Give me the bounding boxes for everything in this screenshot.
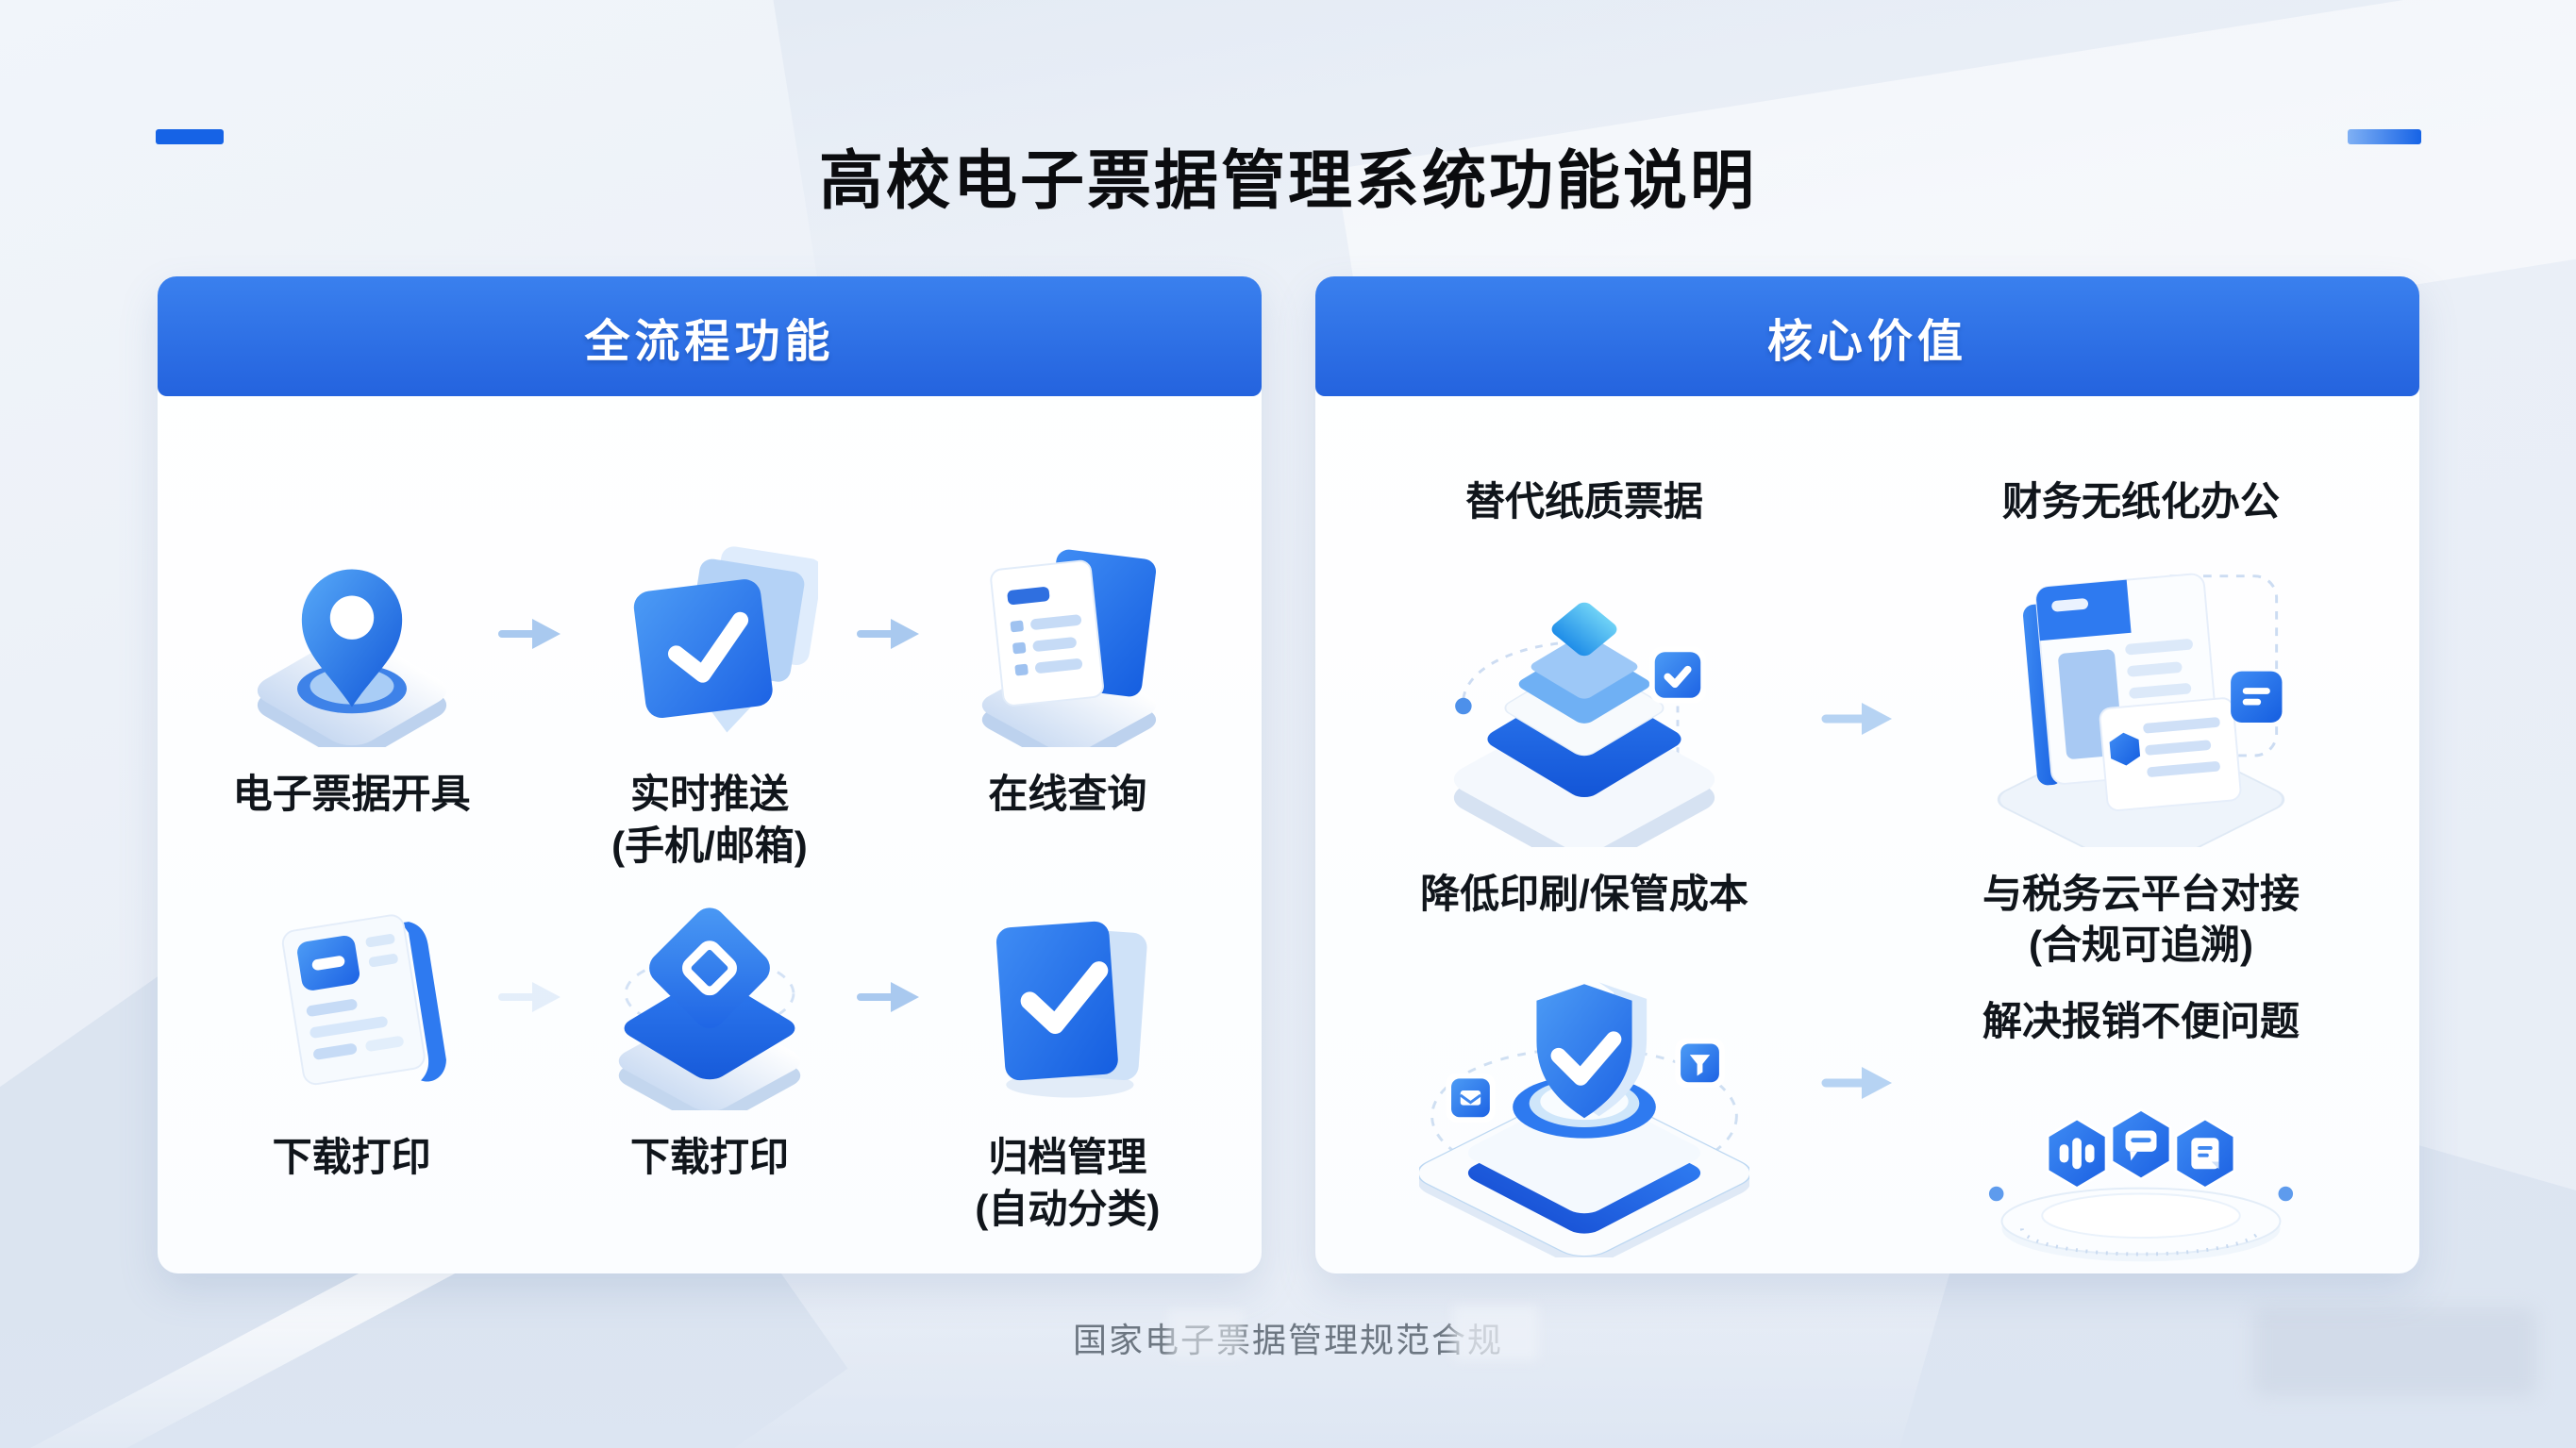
cell-label: 在线查询	[988, 768, 1146, 872]
online-query-document-icon	[959, 528, 1176, 747]
flow-row-1: 电子票据开具	[207, 528, 1213, 873]
label-subline: (手机/邮箱)	[611, 824, 808, 869]
left-panel-header: 全流程功能	[158, 276, 1262, 396]
layered-pyramid-icon	[1433, 536, 1735, 870]
watermark-smudge	[2253, 1307, 2536, 1396]
value-label: 与税务云平台对接 (合规可追溯)	[1982, 869, 2300, 972]
cell-label: 下载打印	[273, 1131, 431, 1235]
flow-cell-query: 在线查询	[923, 528, 1213, 872]
label-line: 下载打印	[272, 1134, 431, 1179]
flow-cell-push: 实时推送 (手机/邮箱)	[564, 528, 854, 873]
arrow-right-icon	[496, 615, 564, 653]
arrow-right-icon	[496, 978, 564, 1016]
footer-smudge-2	[1453, 1306, 1538, 1360]
footer-smudge-1	[1168, 1309, 1244, 1358]
title-accent-dash-left	[156, 129, 224, 144]
value-cell-cost: 降低印刷/保管成本	[1363, 869, 1806, 1266]
cell-label: 归档管理 (自动分类)	[975, 1131, 1160, 1236]
arrow-right-icon	[1820, 698, 1896, 740]
right-panel-header: 核心价值	[1315, 276, 2419, 396]
push-cards-check-icon	[601, 528, 818, 747]
stacked-layers-icon	[601, 891, 818, 1110]
label-line: 在线查询	[988, 772, 1147, 816]
label-line: 电子票据开具	[232, 772, 471, 816]
flow-cell-issue: 电子票据开具	[207, 528, 496, 872]
cell-label: 实时推送 (手机/邮箱)	[611, 768, 808, 873]
flow-cell-archive: 归档管理 (自动分类)	[923, 891, 1213, 1236]
label-line: 与税务云平台对接	[1982, 871, 2300, 916]
arrow-right-icon	[855, 978, 923, 1016]
arrow-right-icon	[1820, 1062, 1896, 1104]
value-row-2: 降低印刷/保管成本	[1363, 869, 2372, 1275]
label-subline: (自动分类)	[975, 1187, 1161, 1232]
value-row-1: 替代纸质票据	[1363, 476, 2372, 872]
value-label: 财务无纸化办公	[2001, 479, 2280, 524]
value-label-solve: 解决报销不便问题	[1982, 998, 2300, 1043]
value-cell-tax-cloud: 与税务云平台对接 (合规可追溯) 解决报销不便问题	[1910, 869, 2372, 1275]
left-panel-body: 电子票据开具	[158, 396, 1262, 1236]
paperless-dashboard-icon	[1985, 536, 2297, 872]
title-accent-dash-right	[2348, 129, 2421, 144]
page-title: 高校电子票据管理系统功能说明	[818, 144, 1757, 217]
value-cell-paperless: 财务无纸化办公	[1910, 476, 2372, 872]
label-subline: (合规可追溯)	[2029, 923, 2253, 968]
cell-label: 电子票据开具	[233, 768, 471, 872]
right-panel: 核心价值 替代纸质票据	[1315, 276, 2419, 1273]
flow-cell-download1: 下载打印	[207, 891, 496, 1235]
receipt-print-icon	[243, 891, 460, 1110]
cell-label: 下载打印	[630, 1131, 789, 1235]
left-panel: 全流程功能	[158, 276, 1262, 1273]
right-panel-body: 替代纸质票据	[1315, 396, 2419, 1274]
value-label: 替代纸质票据	[1464, 479, 1703, 524]
value-label: 降低印刷/保管成本	[1420, 871, 1748, 916]
value-cell-replace-paper: 替代纸质票据	[1363, 476, 1806, 870]
panels-container: 全流程功能	[158, 276, 2420, 1273]
footer-note: 国家电子票据管理规范合规	[1072, 1321, 1503, 1359]
archive-folder-check-icon	[959, 891, 1176, 1110]
flow-row-2: 下载打印	[207, 891, 1213, 1236]
hexagon-services-icon	[1985, 1055, 2297, 1274]
bg-floor-shade	[0, 1278, 2576, 1448]
label-line: 实时推送	[629, 772, 789, 816]
label-line: 归档管理	[988, 1134, 1147, 1179]
label-line: 下载打印	[629, 1134, 789, 1179]
flow-cell-download2: 下载打印	[564, 891, 854, 1235]
shield-check-pedestal-icon	[1416, 927, 1752, 1266]
arrow-right-icon	[855, 615, 923, 653]
location-pin-icon	[243, 528, 460, 747]
